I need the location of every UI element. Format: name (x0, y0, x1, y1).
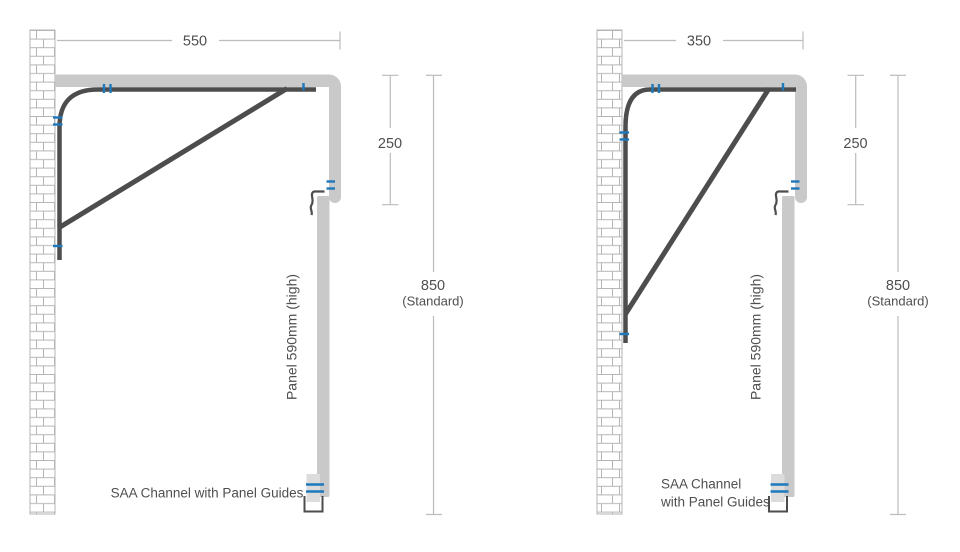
channel-label-line2: with Panel Guides (660, 495, 770, 510)
dimension-projection: 550 (57, 31, 341, 50)
panel-label: Panel 590mm (high) (748, 274, 764, 400)
diagram-350-projection: 350 250 850 (Standard) Panel 590mm (high… (596, 29, 929, 516)
drop-value: 250 (843, 136, 867, 152)
bracket-guide-marks (53, 83, 335, 248)
dimension-drop: 250 (843, 74, 868, 206)
height-value: 850 (886, 278, 910, 294)
height-value: 850 (421, 278, 445, 294)
channel-outline (303, 496, 324, 513)
channel-panel-guides (770, 483, 789, 493)
height-note: (Standard) (402, 294, 463, 309)
diagram-550-projection: 550 250 850 (Standard) Panel 590mm (high… (29, 29, 464, 516)
drop-value: 250 (378, 136, 402, 152)
support-bracket (57, 87, 316, 260)
support-brace (57, 86, 289, 231)
canopy-panel (782, 196, 795, 497)
panel-break-line (773, 190, 789, 216)
channel-label-line1: SAA Channel (661, 477, 741, 492)
panel-label: Panel 590mm (high) (284, 274, 300, 400)
projection-value: 550 (183, 34, 207, 50)
support-brace (623, 87, 772, 316)
dimension-drop: 250 (378, 74, 402, 206)
projection-value: 350 (687, 34, 711, 50)
canopy-arm (55, 74, 341, 203)
dimension-height: 850 (Standard) (867, 74, 929, 516)
channel-outline (768, 496, 788, 513)
dimension-height: 850 (Standard) (402, 74, 464, 516)
brick-wall (596, 29, 623, 515)
panel-break-line (309, 190, 325, 216)
canopy-arm (622, 74, 807, 203)
support-bracket (623, 87, 796, 343)
channel-panel-guides (306, 483, 324, 493)
height-note: (Standard) (867, 294, 928, 309)
canopy-panel (317, 196, 330, 497)
bracket-guide-marks (619, 83, 800, 336)
brick-wall (29, 29, 56, 515)
dimension-projection: 350 (624, 31, 804, 50)
saa-channel (306, 474, 320, 502)
channel-label: SAA Channel with Panel Guides (111, 486, 304, 501)
saa-channel (771, 474, 785, 502)
